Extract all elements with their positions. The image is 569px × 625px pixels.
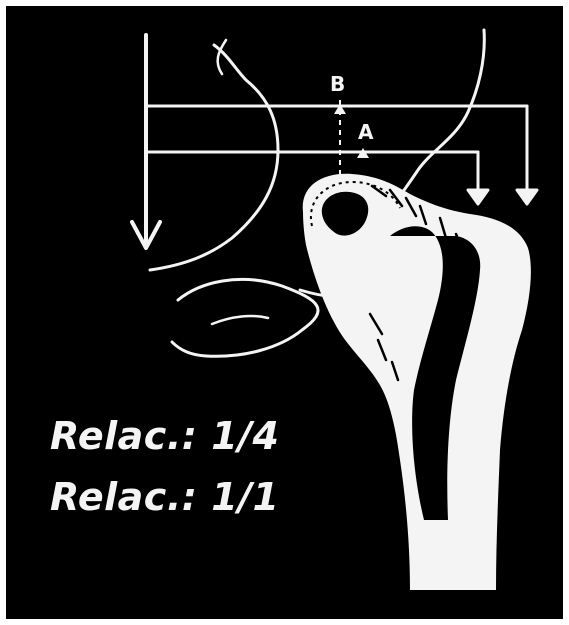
ratio-line-1: Relac.: 1/4 [50, 417, 279, 455]
point-b-label: B [330, 74, 345, 94]
ratio-line-2: Relac.: 1/1 [50, 478, 279, 516]
point-a-label: A [358, 122, 373, 142]
